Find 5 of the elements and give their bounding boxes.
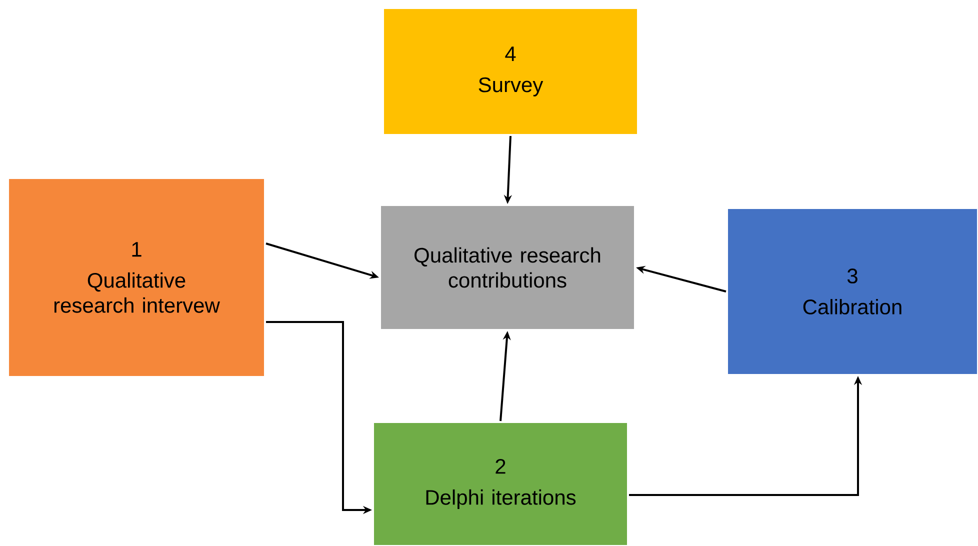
process-box: 1 Qualitative research intervew: [7, 177, 266, 378]
process-box: Qualitative research contributions: [379, 204, 636, 331]
process-box: 3 Calibration: [726, 207, 978, 376]
process-box: 2 Delphi iterations: [372, 421, 629, 546]
process-box: 4 Survey: [382, 7, 639, 136]
